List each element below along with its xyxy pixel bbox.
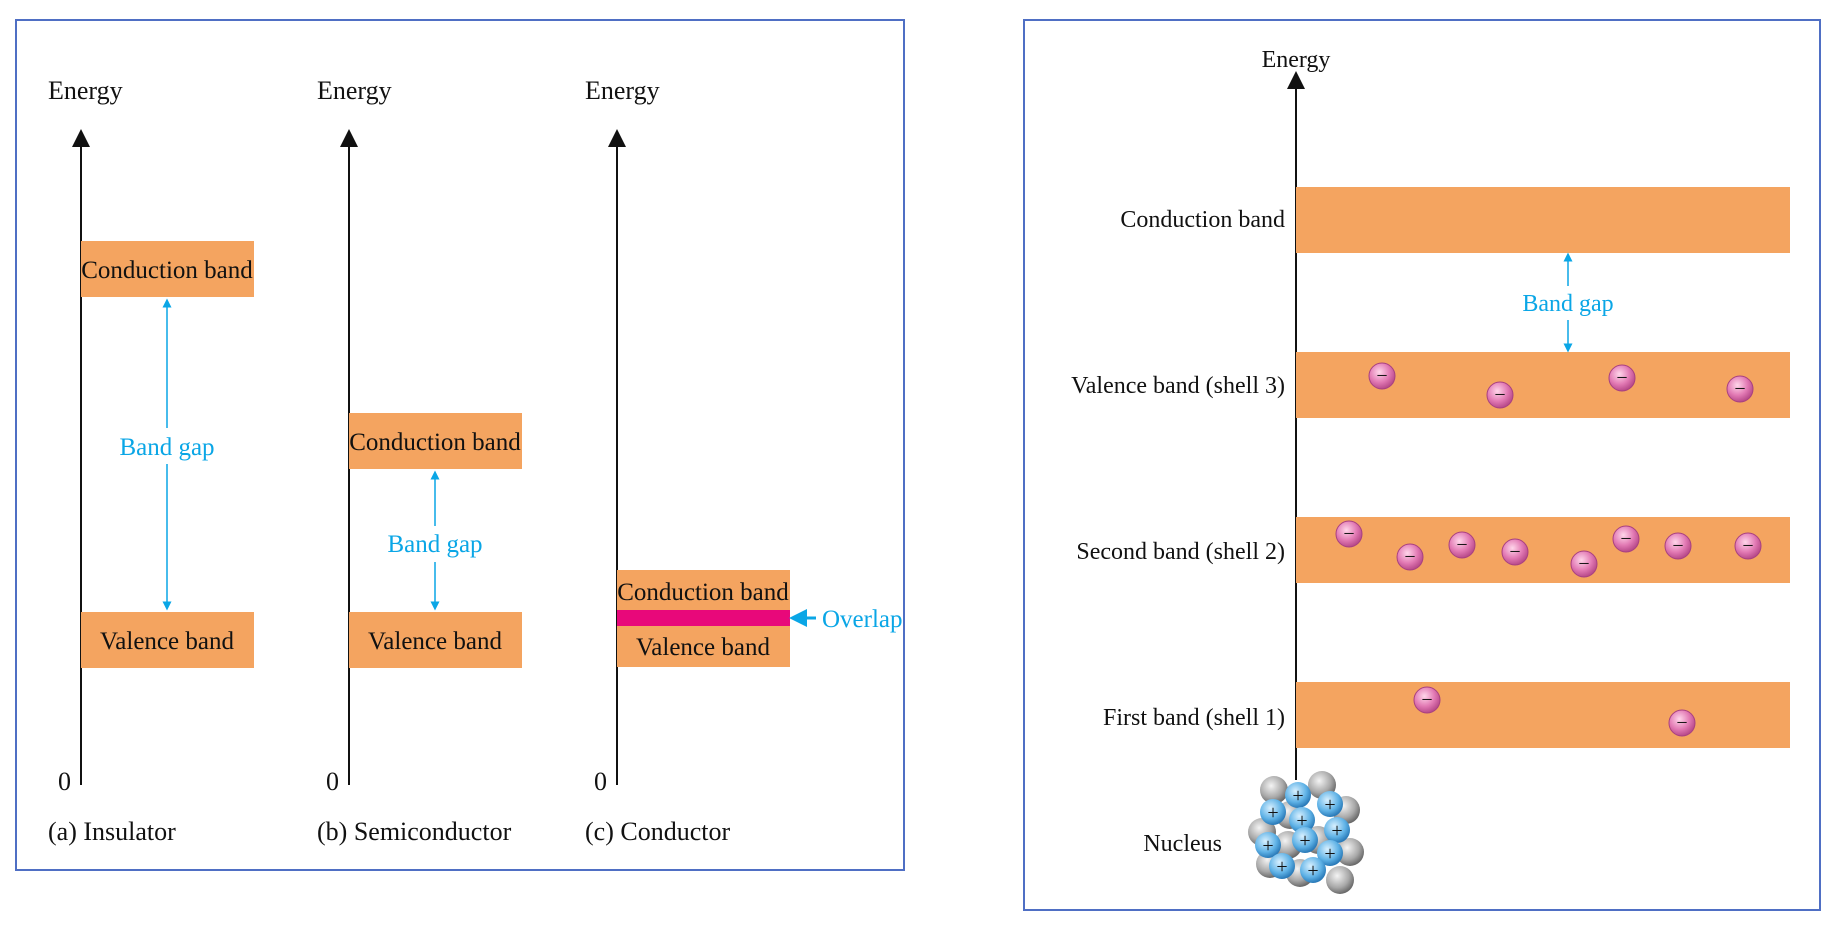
electron: − <box>1668 709 1696 737</box>
band-gap-label: Band gap <box>387 531 482 558</box>
insulator-diagram: Energy 0 Conduction band Valence band Ba… <box>48 76 254 846</box>
proton: + <box>1292 827 1318 853</box>
svg-text:−: − <box>1456 534 1467 556</box>
svg-text:−: − <box>1742 535 1753 557</box>
svg-text:+: + <box>1267 802 1278 824</box>
overlap-region <box>617 610 790 626</box>
left-panel-frame <box>15 19 905 871</box>
conduction-band-label: Conduction band <box>81 257 253 284</box>
valence-band-label: Valence band <box>100 628 234 655</box>
axis-label-energy: Energy <box>1262 47 1331 73</box>
electron: − <box>1501 538 1529 566</box>
svg-text:−: − <box>1676 712 1687 734</box>
axis-label-energy: Energy <box>317 76 392 105</box>
electron: − <box>1486 381 1514 409</box>
conduction-band <box>1296 187 1790 253</box>
svg-text:−: − <box>1343 523 1354 545</box>
second-band-label: Second band (shell 2) <box>1076 539 1285 565</box>
svg-text:+: + <box>1296 810 1307 832</box>
overlap-label: Overlap <box>822 606 903 633</box>
electron: − <box>1368 362 1396 390</box>
valence-band-label: Valence band <box>368 628 502 655</box>
axis-zero-label: 0 <box>326 767 339 796</box>
valence-band <box>617 624 790 667</box>
svg-text:+: + <box>1262 835 1273 857</box>
proton: + <box>1255 832 1281 858</box>
conduction-band-label: Conduction band <box>617 579 789 606</box>
conduction-band-label: Conduction band <box>1120 207 1285 233</box>
electron: − <box>1448 531 1476 559</box>
atom-band-diagram: Energy Conduction band Valence band (she… <box>1071 47 1790 894</box>
first-band-electrons: − − <box>1413 686 1696 737</box>
svg-text:−: − <box>1672 535 1683 557</box>
valence-band-label: Valence band <box>636 634 770 661</box>
electron: − <box>1413 686 1441 714</box>
svg-text:+: + <box>1324 794 1335 816</box>
electron: − <box>1335 520 1363 548</box>
proton: + <box>1324 817 1350 843</box>
proton: + <box>1317 791 1343 817</box>
valence-band <box>81 612 254 668</box>
svg-text:−: − <box>1734 378 1745 400</box>
svg-text:+: + <box>1299 830 1310 852</box>
caption-semiconductor: (b) Semiconductor <box>317 817 512 846</box>
valence-band-label: Valence band (shell 3) <box>1071 373 1285 399</box>
second-band <box>1296 517 1790 583</box>
band-gap-label: Band gap <box>1522 291 1613 317</box>
svg-text:−: − <box>1404 546 1415 568</box>
electron: − <box>1396 543 1424 571</box>
axis-zero-label: 0 <box>58 767 71 796</box>
electron: − <box>1726 375 1754 403</box>
caption-insulator: (a) Insulator <box>48 817 176 846</box>
conduction-band <box>349 413 522 469</box>
svg-text:−: − <box>1509 541 1520 563</box>
axis-label-energy: Energy <box>585 76 660 105</box>
svg-text:+: + <box>1331 820 1342 842</box>
semiconductor-diagram: Energy 0 Conduction band Valence band Ba… <box>317 76 522 846</box>
svg-text:+: + <box>1276 856 1287 878</box>
conduction-band-label: Conduction band <box>349 429 521 456</box>
electron: − <box>1664 532 1692 560</box>
axis-zero-label: 0 <box>594 767 607 796</box>
svg-text:+: + <box>1307 860 1318 882</box>
electron: − <box>1612 525 1640 553</box>
caption-conductor: (c) Conductor <box>585 817 730 846</box>
proton: + <box>1289 807 1315 833</box>
svg-text:−: − <box>1421 689 1432 711</box>
axis-label-energy: Energy <box>48 76 123 105</box>
first-band <box>1296 682 1790 748</box>
electron: − <box>1608 364 1636 392</box>
band-gap-label: Band gap <box>119 434 214 461</box>
proton: + <box>1260 799 1286 825</box>
right-panel-frame <box>1023 19 1821 911</box>
conduction-band <box>81 241 254 297</box>
first-band-label: First band (shell 1) <box>1103 705 1285 731</box>
svg-text:−: − <box>1620 528 1631 550</box>
svg-text:−: − <box>1376 365 1387 387</box>
svg-text:−: − <box>1494 384 1505 406</box>
electron: − <box>1570 550 1598 578</box>
valence-band <box>1296 352 1790 418</box>
svg-text:+: + <box>1324 843 1335 865</box>
proton: + <box>1269 853 1295 879</box>
conduction-band <box>617 570 790 614</box>
nucleus-cluster: + + + + + + + + + + <box>1248 771 1364 894</box>
svg-text:−: − <box>1578 553 1589 575</box>
proton: + <box>1300 857 1326 883</box>
conductor-diagram: Energy 0 Conduction band Valence band Ov… <box>585 76 903 846</box>
svg-text:−: − <box>1616 367 1627 389</box>
valence-electrons: − − − − <box>1368 362 1754 409</box>
electron: − <box>1734 532 1762 560</box>
proton: + <box>1317 840 1343 866</box>
second-band-electrons: − − − − − − − − <box>1335 520 1762 578</box>
svg-text:+: + <box>1292 785 1303 807</box>
nucleus-label: Nucleus <box>1143 831 1222 857</box>
valence-band <box>349 612 522 668</box>
proton: + <box>1285 782 1311 808</box>
